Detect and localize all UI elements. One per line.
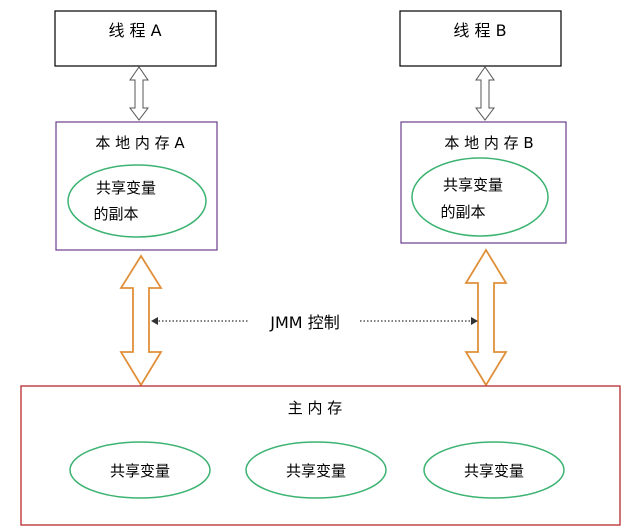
local-memory-b-box: 本 地 内 存 B 共享变量 的副本 xyxy=(400,121,567,244)
jmm-control-label: JMM 控制 xyxy=(269,313,339,332)
thread-a-label: 线 程 A xyxy=(108,21,161,40)
local-memory-b-label: 本 地 内 存 B xyxy=(444,134,533,152)
thread-b-box: 线 程 B xyxy=(399,10,562,67)
shared-variable-ellipse-3 xyxy=(423,441,565,499)
local-copy-a-ellipse xyxy=(67,164,207,238)
local-copy-b-line2: 的副本 xyxy=(440,203,485,221)
shared-variable-label-3: 共享变量 xyxy=(464,462,524,480)
local-a-main-arrow xyxy=(119,254,163,387)
thread-b-label: 线 程 B xyxy=(453,21,506,40)
local-copy-a-line2: 的副本 xyxy=(93,205,138,223)
local-memory-a-box: 本 地 内 存 A 共享变量 的副本 xyxy=(55,121,218,251)
local-b-main-arrow xyxy=(464,248,508,387)
local-memory-a-label: 本 地 内 存 A xyxy=(95,134,185,152)
main-memory-label: 主 内 存 xyxy=(288,399,343,417)
shared-variable-label-1: 共享变量 xyxy=(110,462,170,480)
local-copy-b-ellipse xyxy=(411,157,549,237)
jmm-control-line: JMM 控制 xyxy=(151,313,478,332)
thread-a-box: 线 程 A xyxy=(54,10,217,67)
thread-b-local-arrow xyxy=(475,66,495,121)
thread-a-local-arrow xyxy=(129,66,149,121)
main-memory-box: 主 内 存 共享变量 共享变量 共享变量 xyxy=(20,385,621,526)
local-copy-a-line1: 共享变量 xyxy=(96,179,156,197)
shared-variable-label-2: 共享变量 xyxy=(286,462,346,480)
shared-variable-ellipse-1 xyxy=(69,441,211,499)
shared-variable-ellipse-2 xyxy=(245,441,387,499)
local-copy-b-line1: 共享变量 xyxy=(443,176,503,194)
